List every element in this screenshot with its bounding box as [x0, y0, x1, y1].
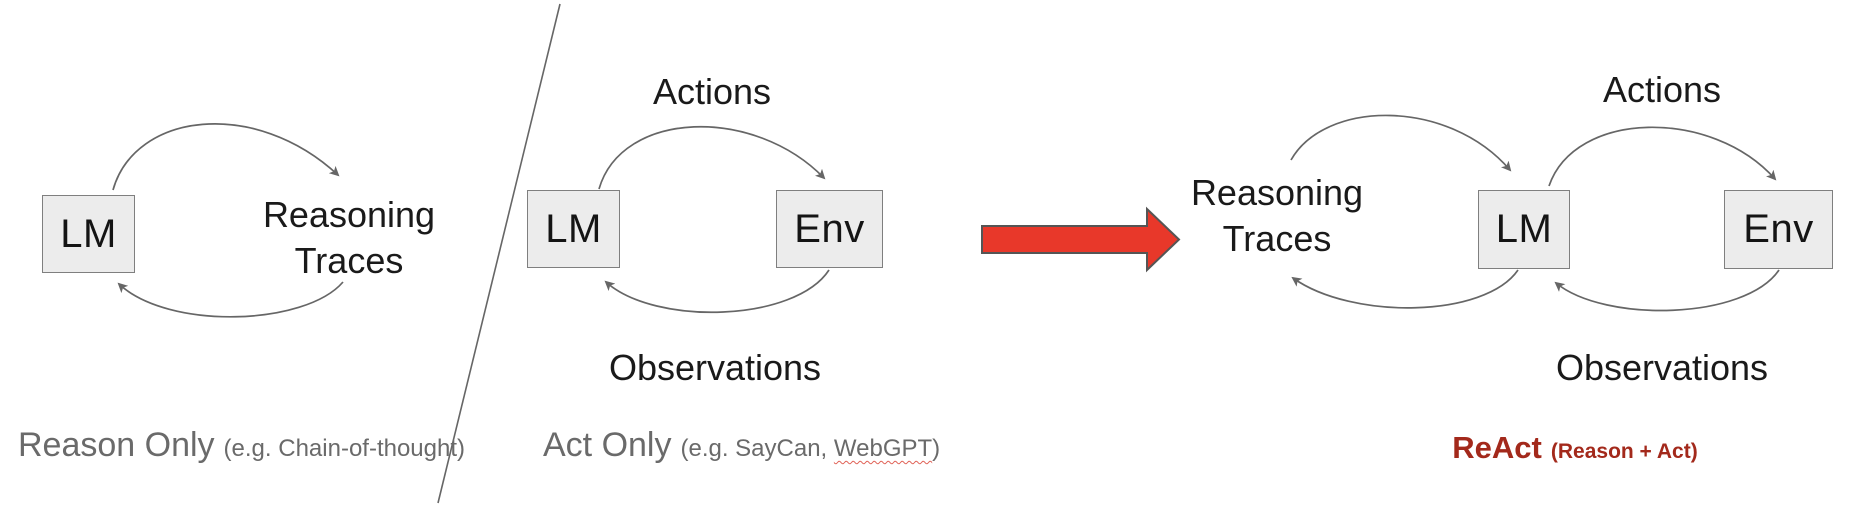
env-box-react: Env [1724, 190, 1833, 269]
reasoning-traces-label-react: Reasoning Traces [1191, 170, 1363, 262]
caption-act-only: Act Only (e.g. SayCan, WebGPT) [543, 426, 940, 465]
caption-act-only-sub-suffix: ) [932, 435, 941, 462]
lm-box-reason-only: LM [42, 195, 135, 273]
act-only-actions-arc [598, 126, 826, 190]
reasoning-line: Reasoning [262, 194, 436, 235]
caption-act-only-main: Act Only [543, 426, 672, 464]
reasoning-traces-label-reason-only: Reasoning Traces [263, 192, 435, 284]
caption-act-only-misspelled-word: WebGPT [833, 435, 933, 462]
react-observations-arc [1554, 269, 1780, 312]
caption-react: ReAct (Reason + Act) [1452, 430, 1697, 466]
reason-only-bottom-arc [117, 281, 344, 318]
observations-label-react: Observations [1555, 347, 1769, 388]
caption-reason-only: Reason Only (e.g. Chain-of-thought) [18, 426, 465, 465]
reason-only-top-arc [112, 123, 340, 191]
observations-label-act-only: Observations [608, 347, 822, 388]
caption-reason-only-sub: (e.g. Chain-of-thought) [223, 435, 466, 462]
caption-act-only-sub: (e.g. SayCan, WebGPT) [680, 435, 940, 463]
env-box-act-only: Env [776, 190, 883, 268]
caption-act-only-sub-prefix: (e.g. SayCan, [680, 435, 834, 462]
actions-label-react: Actions [1602, 69, 1722, 110]
actions-label-act-only: Actions [652, 71, 772, 112]
reasoning-line: Reasoning [1190, 172, 1364, 213]
caption-reason-only-main: Reason Only [18, 426, 215, 464]
caption-react-main: ReAct [1452, 430, 1542, 465]
traces-line: Traces [294, 240, 404, 281]
react-lm-to-traces-arc [1291, 269, 1519, 309]
lm-box-react: LM [1478, 190, 1570, 269]
traces-line: Traces [1222, 218, 1332, 259]
act-only-observations-arc [604, 269, 830, 314]
transform-arrow-icon [981, 206, 1181, 273]
react-actions-arc [1548, 126, 1777, 187]
caption-react-sub: (Reason + Act) [1550, 440, 1698, 463]
lm-box-act-only: LM [527, 190, 620, 268]
react-traces-to-lm-arc [1290, 114, 1512, 172]
